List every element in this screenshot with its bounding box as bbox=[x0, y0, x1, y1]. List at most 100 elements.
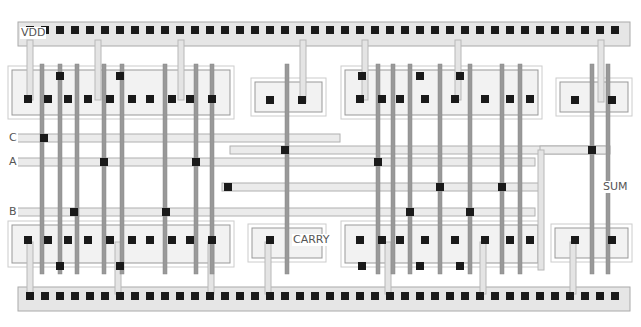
contact bbox=[476, 26, 484, 34]
contact bbox=[608, 96, 616, 104]
metal-line bbox=[10, 158, 535, 166]
contact bbox=[481, 236, 489, 244]
contact bbox=[358, 262, 366, 270]
poly-gate bbox=[40, 64, 44, 274]
metal-strap bbox=[27, 242, 33, 294]
contact bbox=[581, 292, 589, 300]
metal-strap bbox=[178, 40, 184, 100]
contact bbox=[206, 292, 214, 300]
contact bbox=[436, 183, 444, 191]
poly-gate bbox=[120, 64, 124, 274]
contact bbox=[596, 292, 604, 300]
contact bbox=[566, 26, 574, 34]
contact bbox=[341, 292, 349, 300]
contact bbox=[100, 158, 108, 166]
contact bbox=[116, 26, 124, 34]
contact bbox=[358, 72, 366, 80]
contact bbox=[481, 95, 489, 103]
signal-label: CARRY bbox=[292, 234, 331, 246]
contact bbox=[386, 292, 394, 300]
contact bbox=[146, 236, 154, 244]
contact bbox=[446, 292, 454, 300]
contact bbox=[461, 292, 469, 300]
contact bbox=[466, 208, 474, 216]
contact bbox=[378, 95, 386, 103]
contact bbox=[581, 26, 589, 34]
contact bbox=[431, 292, 439, 300]
contact bbox=[266, 96, 274, 104]
contact bbox=[356, 236, 364, 244]
poly-gate bbox=[408, 64, 412, 274]
contact bbox=[536, 26, 544, 34]
contact bbox=[341, 26, 349, 34]
contact bbox=[251, 292, 259, 300]
contact bbox=[416, 72, 424, 80]
contact bbox=[128, 236, 136, 244]
contact bbox=[456, 72, 464, 80]
contact bbox=[208, 95, 216, 103]
metal-strap bbox=[455, 40, 461, 100]
contact bbox=[521, 292, 529, 300]
contact bbox=[26, 292, 34, 300]
contact bbox=[506, 26, 514, 34]
contact bbox=[416, 292, 424, 300]
contact bbox=[416, 26, 424, 34]
contact bbox=[41, 292, 49, 300]
poly-gate-group bbox=[40, 64, 610, 274]
contact bbox=[588, 146, 596, 154]
contact bbox=[498, 183, 506, 191]
poly-gate bbox=[58, 64, 62, 274]
contact bbox=[378, 236, 386, 244]
contact bbox=[116, 292, 124, 300]
contact bbox=[168, 95, 176, 103]
contact bbox=[526, 95, 534, 103]
contact bbox=[371, 292, 379, 300]
contact bbox=[162, 208, 170, 216]
contact bbox=[506, 236, 514, 244]
contact bbox=[221, 292, 229, 300]
metal-line bbox=[10, 208, 535, 216]
contact bbox=[326, 26, 334, 34]
metal-strap bbox=[598, 40, 604, 102]
contact bbox=[161, 26, 169, 34]
metal-line bbox=[222, 183, 540, 191]
metal-strap bbox=[362, 40, 368, 100]
metal-strap bbox=[570, 242, 576, 294]
contact bbox=[281, 146, 289, 154]
contact bbox=[401, 26, 409, 34]
contact bbox=[506, 95, 514, 103]
poly-gate bbox=[468, 64, 472, 274]
contact bbox=[64, 236, 72, 244]
contact bbox=[371, 26, 379, 34]
signal-label: A bbox=[8, 156, 18, 168]
poly-gate bbox=[194, 64, 198, 274]
contact bbox=[106, 236, 114, 244]
contact bbox=[24, 95, 32, 103]
contact bbox=[224, 183, 232, 191]
contact bbox=[236, 26, 244, 34]
contact bbox=[451, 95, 459, 103]
contact bbox=[491, 292, 499, 300]
contact bbox=[206, 26, 214, 34]
poly-gate bbox=[500, 64, 504, 274]
contact bbox=[191, 292, 199, 300]
contact bbox=[84, 236, 92, 244]
poly-gate bbox=[75, 64, 79, 274]
contact bbox=[116, 72, 124, 80]
contact bbox=[446, 26, 454, 34]
signal-label: SUM bbox=[602, 181, 629, 193]
contact bbox=[186, 236, 194, 244]
contact bbox=[266, 26, 274, 34]
metal-strap bbox=[95, 40, 101, 100]
contact bbox=[266, 292, 274, 300]
signal-label: B bbox=[8, 206, 18, 218]
contact bbox=[176, 26, 184, 34]
contact bbox=[161, 292, 169, 300]
contact bbox=[611, 292, 619, 300]
contact bbox=[208, 236, 216, 244]
metal-strap bbox=[300, 40, 306, 102]
contact bbox=[101, 292, 109, 300]
contact bbox=[56, 262, 64, 270]
contact bbox=[396, 236, 404, 244]
